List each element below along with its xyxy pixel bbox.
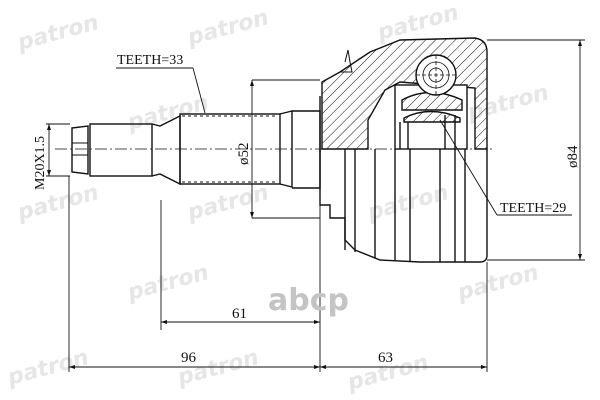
length-61-label: 61 — [232, 306, 247, 322]
length-63-label: 63 — [378, 350, 393, 366]
diameter-52-label: ø52 — [236, 143, 252, 166]
thread-section — [89, 123, 153, 177]
watermark: patron — [184, 5, 271, 51]
watermark: patron — [14, 180, 101, 226]
arrowheads — [47, 40, 582, 369]
watermark: patron — [454, 260, 541, 306]
housing-outline — [319, 96, 488, 263]
splined-shaft — [179, 113, 281, 185]
watermark: patron — [14, 10, 101, 56]
part-outline — [55, 37, 495, 263]
watermark: patron — [184, 180, 271, 226]
watermark: patron — [124, 260, 211, 306]
watermark: patron — [364, 180, 451, 226]
thread-label: M20X1.5 — [33, 136, 48, 190]
teeth-29-label: TEETH=29 — [500, 201, 566, 216]
teeth-33-label: TEETH=33 — [117, 53, 183, 68]
watermark: patron — [4, 345, 91, 391]
watermark: patron — [124, 90, 211, 136]
abcp-logo: abcp — [268, 283, 349, 318]
dimension-lines — [46, 39, 585, 372]
length-96-label: 96 — [181, 350, 197, 366]
shaft-tip — [71, 125, 89, 175]
diameter-84-label: ø84 — [565, 145, 581, 168]
